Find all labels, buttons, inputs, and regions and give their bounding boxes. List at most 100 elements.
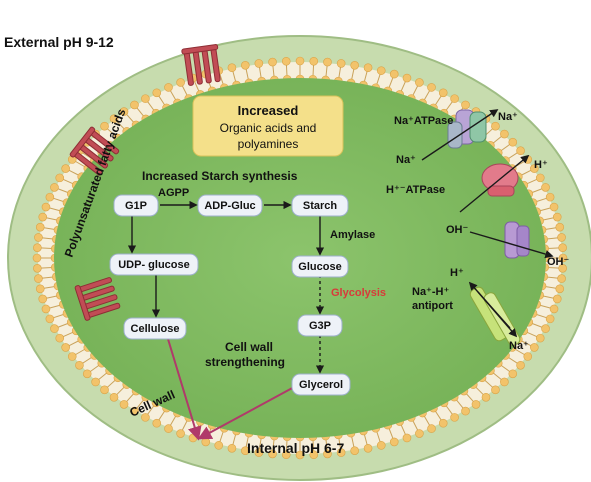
na-atpase-arrow (421, 109, 499, 161)
lipid-tail (97, 372, 108, 381)
lipid-tail (52, 197, 65, 203)
lipid-head (491, 385, 500, 395)
svg-text:G3P: G3P (309, 320, 331, 332)
lipid-head (50, 183, 59, 192)
lipid-head (91, 377, 100, 387)
lipid-head (427, 83, 436, 92)
lipid-head (376, 66, 386, 75)
lipid-head (119, 400, 129, 409)
lipid-head (176, 429, 185, 438)
lipid-tail (388, 76, 394, 89)
lipid-head (555, 222, 565, 232)
lipid-head (164, 83, 173, 92)
lipid-head (415, 78, 424, 87)
lipid-head (552, 212, 562, 222)
lipid-head (41, 202, 51, 212)
lipid-tail (57, 322, 69, 328)
lipid-tail (272, 65, 275, 78)
lipid-tail (507, 151, 519, 160)
lipid-tail (412, 419, 419, 432)
lipid-head (33, 243, 42, 252)
lipid-head (35, 222, 45, 232)
fatty-acid-icon (69, 44, 221, 321)
lipid-tail (423, 415, 431, 427)
lipid-tail (312, 439, 315, 452)
lipid-tail (351, 435, 355, 448)
lipid-head (555, 284, 565, 294)
lipid-tail (74, 160, 86, 168)
lipid-tail (232, 433, 237, 446)
lipid-head (450, 94, 459, 103)
lipid-tail (500, 143, 511, 152)
antiport-na-label: Na⁺ (509, 340, 529, 352)
lipid-tail (325, 438, 328, 451)
oh-out-label: OH⁻ (547, 256, 570, 268)
lipid-tail (40, 247, 53, 249)
lipid-head (201, 437, 211, 447)
agpp-label: AGPP (158, 187, 189, 199)
lipid-tail (115, 120, 125, 130)
lipid-head (130, 406, 139, 416)
lipid-tail (312, 64, 315, 77)
lipid-head (491, 121, 500, 131)
lipid-head (309, 56, 319, 66)
antiport-na-arrow (477, 291, 518, 338)
lipid-tail (363, 70, 368, 83)
lipid-tail (539, 304, 552, 309)
cellulose-wall-arrow (167, 338, 202, 441)
node-adp-gluc: ADP-Gluc (197, 194, 263, 217)
lipid-head (545, 192, 555, 202)
lipid-tail (434, 410, 443, 421)
increased-line2: Organic acids and (220, 121, 317, 135)
lipid-tail (62, 331, 74, 338)
lipid-head (254, 59, 264, 68)
increased-title: Increased (238, 103, 299, 118)
antiport-label-1: Na⁺-H⁺ (412, 286, 449, 298)
antiport-label-2: antiport (412, 300, 453, 312)
lipid-head (508, 137, 518, 147)
lipid-head (481, 393, 491, 402)
lipid-tail (272, 438, 275, 451)
lipid-head (35, 284, 45, 294)
lipid-head (558, 243, 567, 252)
lipid-tail (526, 178, 538, 185)
node-g1p: G1P (113, 194, 159, 217)
lipid-head (336, 448, 346, 457)
lipid-tail (388, 427, 394, 440)
node-glycerol: Glycerol (291, 373, 351, 396)
lipid-head (45, 192, 55, 202)
lipid-head (119, 107, 129, 116)
lipid-head (336, 59, 346, 68)
lipid-tail (285, 64, 288, 77)
lipid-tail (135, 106, 145, 117)
amylase-label: Amylase (330, 229, 375, 241)
lipid-head (350, 61, 359, 70)
lipid-head (323, 449, 332, 459)
svg-text:Cellulose: Cellulose (131, 323, 180, 335)
na-in-label: Na⁺ (396, 154, 416, 166)
lipid-tail (531, 188, 543, 194)
lipid-tail (535, 197, 548, 203)
svg-text:UDP- glucose: UDP- glucose (118, 259, 190, 271)
increased-box (192, 95, 344, 157)
lipid-tail (492, 372, 503, 381)
lipid-tail (514, 348, 526, 356)
lipid-head (188, 433, 198, 443)
lipid-head (55, 333, 65, 343)
lipid-head (295, 56, 305, 66)
lipid-head (32, 253, 42, 263)
lipid-tail (483, 379, 494, 389)
lipid-head (100, 385, 109, 395)
lipid-tail (43, 227, 56, 231)
lipid-tail (338, 66, 342, 79)
cell-wall-strengthening-1: Cell wall (225, 340, 273, 354)
lipid-tail (434, 95, 443, 106)
lipid-tail (40, 267, 53, 269)
lipid-head (438, 88, 448, 98)
lipid-head (152, 418, 162, 428)
lipid-head (34, 274, 43, 283)
lipid-head (535, 173, 545, 183)
lipid-tail (52, 313, 65, 319)
lipid-tail (285, 439, 288, 452)
lipid-head (45, 314, 55, 324)
